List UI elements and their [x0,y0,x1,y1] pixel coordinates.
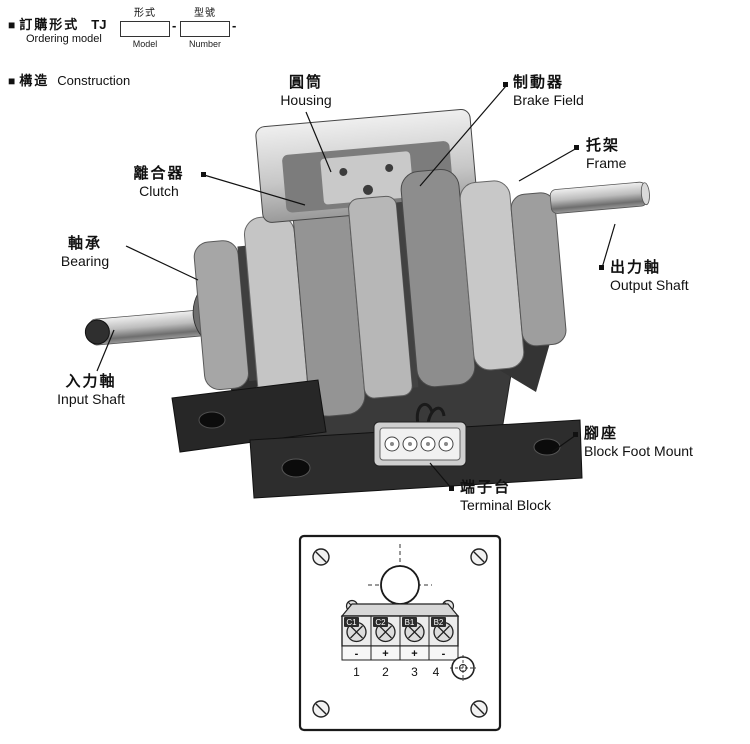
leader-bearing [125,245,199,281]
terminal-block-part [373,402,467,467]
callout-clutch-en: Clutch [139,183,179,200]
terminal-label-c1: C1 [346,618,357,627]
callout-output-shaft: 出力軸 Output Shaft [610,259,689,294]
model-field-label-zh: 形式 [134,8,156,19]
model-field: 形式 Model [120,4,170,49]
callout-housing: 圓筒 Housing [256,74,356,109]
callout-housing-en: Housing [280,92,332,109]
callout-clutch: 離合器 Clutch [120,165,198,200]
callout-housing-zh: 圓筒 [288,74,323,91]
polarity-4: - [442,648,446,660]
number-field: 型號 Number [180,4,230,49]
callout-brake-field: 制動器 Brake Field [513,74,584,109]
terminal-screws [346,621,454,643]
ordering-subtitle-en: Ordering model [26,33,102,45]
terminal-numbers: 1 2 3 4 [353,665,440,679]
callout-frame-zh: 托架 [586,137,621,154]
callout-foot-mount-en: Block Foot Mount [584,443,693,460]
callout-terminal-block-zh: 端子台 [460,479,512,496]
leader-terminal-block [429,462,453,490]
ordering-model-code: TJ [91,17,107,32]
callout-frame-en: Frame [586,155,627,172]
leader-input-shaft [96,329,115,372]
terminal-number-2: 2 [382,665,389,679]
section-marker-icon: ■ [8,18,16,32]
corner-screws [312,548,488,718]
polarity-row: - + + - [341,645,459,661]
callout-input-shaft-en: Input Shaft [57,391,125,408]
leader-frame [518,147,578,182]
callout-bearing-en: Bearing [60,253,110,270]
output-shaft-part [549,181,648,214]
construction-title-zh: 構造 [19,73,50,88]
construction-title-en: Construction [57,73,131,88]
terminal-number-4: 4 [433,665,440,679]
callout-input-shaft-zh: 入力軸 [65,373,117,390]
number-field-label-zh: 型號 [194,8,216,19]
callout-brake-field-zh: 制動器 [513,74,565,91]
callout-bullets [201,82,604,491]
callout-brake-field-en: Brake Field [513,92,584,109]
model-field-label-en: Model [132,39,158,49]
frame-part [510,192,567,347]
separator-dash-1: - [172,18,177,33]
number-field-label-en: Number [188,39,221,49]
callout-foot-mount-zh: 腳座 [584,425,619,442]
number-field-box [180,21,230,37]
callout-terminal-block-en: Terminal Block [460,497,552,514]
terminal-label-c2: C2 [375,618,386,627]
terminal-id-tags: C1 C2 B1 B2 [344,617,446,627]
ordering-title: ■訂購形式 TJ [8,14,106,34]
leader-clutch [203,174,306,206]
terminal-number-1: 1 [353,665,360,679]
leader-brake-field [419,85,507,187]
machine-cutaway-body [84,108,650,417]
polarity-1: - [355,648,359,660]
construction-section-header: ■構造 Construction [8,70,130,90]
callout-bearing-zh: 軸承 [67,235,102,252]
polarity-3: + [411,648,417,660]
terminal-number-3: 3 [411,665,418,679]
leader-foot-mount [551,434,577,453]
terminal-wiring-diagram: C1 C2 B1 B2 - + + - 1 2 3 4 [298,534,502,732]
callout-terminal-block: 端子台 Terminal Block [460,479,551,514]
leader-housing [305,111,332,173]
callout-output-shaft-en: Output Shaft [610,277,689,294]
mounting-hole [450,655,476,681]
ordering-title-zh: 訂購形式 [19,17,80,32]
callout-clutch-zh: 離合器 [133,165,185,182]
input-shaft-end [84,319,110,345]
separator-dash-2: - [232,18,237,33]
polarity-2: + [382,648,388,660]
section-marker-icon: ■ [8,74,16,88]
model-field-box [120,21,170,37]
terminal-label-b1: B1 [405,618,415,627]
callout-bearing: 軸承 Bearing [46,235,124,270]
leader-output-shaft [601,223,616,269]
callout-leader-lines [96,85,616,490]
callout-input-shaft: 入力軸 Input Shaft [42,373,140,408]
callout-frame: 托架 Frame [586,137,626,172]
cable-entry-hole [380,565,420,605]
callout-foot-mount: 腳座 Block Foot Mount [584,425,693,460]
callout-output-shaft-zh: 出力軸 [610,259,662,276]
terminal-label-b2: B2 [434,618,444,627]
